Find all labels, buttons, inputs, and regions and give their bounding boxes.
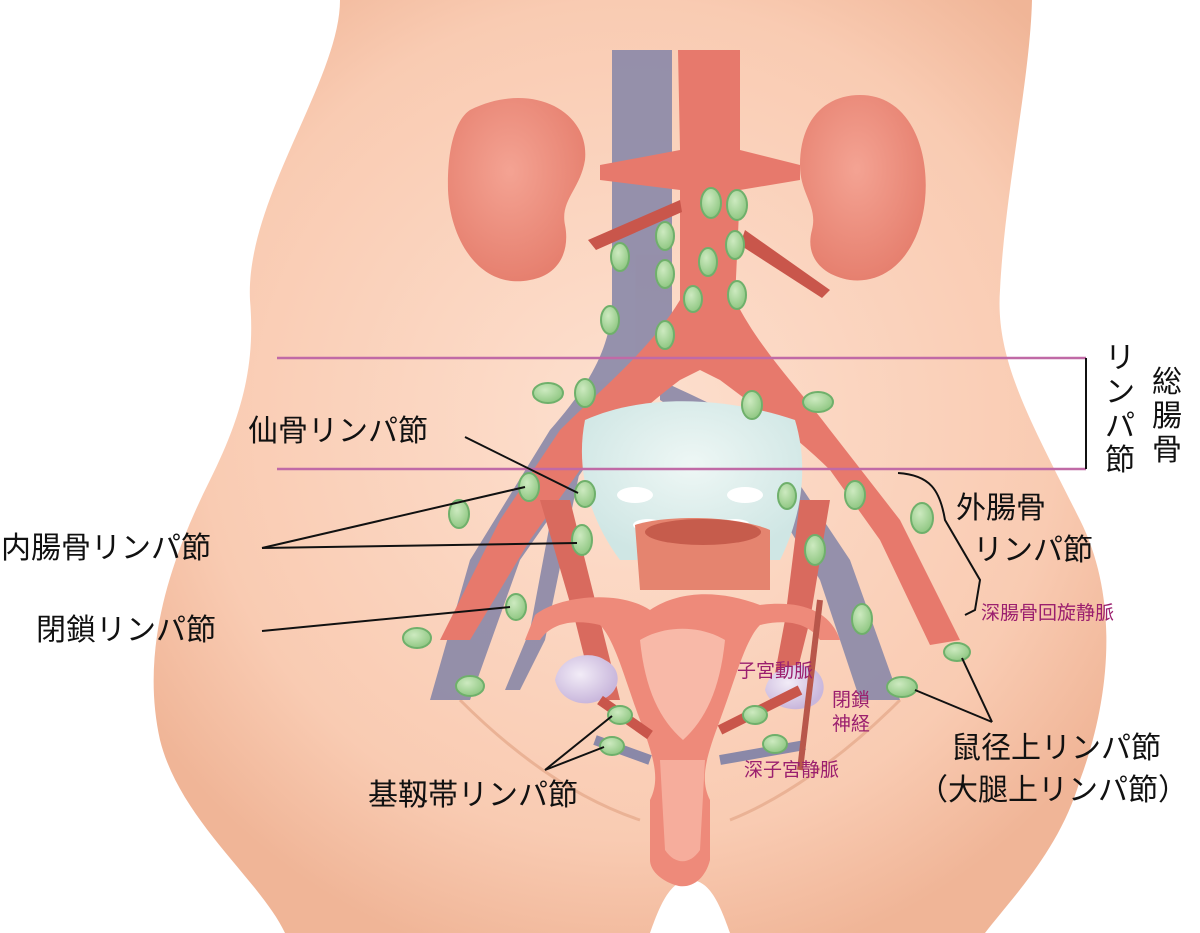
- groin-crease-right: [729, 698, 902, 822]
- label-obturator-lymph-nodes: 閉鎖リンパ節: [36, 613, 216, 648]
- lymph-node: [851, 603, 873, 635]
- lymph-node: [726, 189, 748, 221]
- label-external-iliac-line1: 外腸骨: [956, 491, 1046, 526]
- lymph-node: [698, 247, 718, 277]
- lymph-node: [802, 391, 834, 413]
- lymph-node: [655, 259, 675, 289]
- lymph-node: [532, 382, 564, 404]
- left-ovary: [555, 655, 618, 704]
- label-deep-circumflex-iliac-vein: 深腸骨回旋静脈: [981, 602, 1115, 624]
- label-char: リ: [1105, 341, 1135, 376]
- label-inguinal-lymph-nodes: 鼠径上リンパ節: [951, 731, 1161, 766]
- label-uterine-artery: 子宮動脈: [737, 660, 814, 682]
- obturator-nerve-vessel: [797, 599, 823, 771]
- lymph-node: [448, 499, 470, 529]
- lymph-node: [762, 734, 788, 754]
- sacrum: [581, 401, 803, 560]
- leader-lines: [261, 436, 993, 771]
- lymph-node: [607, 705, 633, 725]
- sacral-foramen: [727, 487, 763, 503]
- lymph-node: [910, 502, 934, 534]
- lymph-nodes: [402, 187, 971, 756]
- sacral-foramen: [617, 487, 653, 503]
- lymph-node: [727, 280, 747, 310]
- label-femoral-lymph-nodes: （大腿上リンパ節）: [918, 773, 1188, 808]
- lymph-node: [402, 627, 432, 649]
- label-external-iliac-line2: リンパ節: [973, 533, 1093, 568]
- lymph-node: [804, 534, 826, 566]
- label-char: 骨: [1152, 433, 1182, 468]
- lymph-node: [574, 480, 596, 508]
- groin-crease-left: [458, 698, 641, 822]
- external-iliac-bracket: [897, 472, 982, 616]
- label-char: ン: [1105, 375, 1135, 410]
- lymph-node: [725, 230, 745, 260]
- label-char: 節: [1105, 443, 1135, 478]
- lymph-node: [455, 675, 485, 697]
- label-sacral-lymph-nodes: 仙骨リンパ節: [248, 414, 428, 449]
- label-deep-uterine-vein: 深子宮静脈: [744, 759, 840, 781]
- label-char: 総: [1152, 365, 1182, 400]
- label-common-iliac-col2: リ ン パ 節: [1103, 342, 1137, 478]
- lymph-node: [844, 480, 866, 510]
- lymph-node: [886, 676, 918, 698]
- deep-uterine-vein-vessel: [719, 740, 806, 765]
- lymph-node: [943, 642, 971, 662]
- lymph-node: [655, 320, 675, 350]
- lymph-node: [777, 482, 797, 510]
- label-internal-iliac-lymph-nodes: 内腸骨リンパ節: [1, 531, 211, 566]
- left-kidney: [447, 98, 586, 282]
- label-common-iliac-col1: 総 腸 骨: [1150, 366, 1184, 468]
- lymph-node: [610, 242, 630, 272]
- uterus: [525, 594, 840, 887]
- lymph-node: [700, 187, 722, 219]
- label-parametrial-lymph-nodes: 基靱帯リンパ節: [368, 778, 578, 813]
- lymph-node: [599, 736, 625, 756]
- label-char: パ: [1105, 409, 1135, 444]
- lymph-node: [741, 390, 763, 420]
- label-obturator-nerve-line1: 閉鎖: [832, 689, 871, 711]
- lymph-node: [655, 221, 675, 251]
- right-kidney: [800, 95, 926, 281]
- lymph-node: [683, 285, 703, 313]
- lymph-node: [574, 378, 596, 408]
- lymph-node: [742, 705, 768, 725]
- lymph-node: [600, 305, 620, 335]
- label-obturator-nerve-line2: 神経: [832, 713, 871, 735]
- lymph-node: [571, 524, 593, 556]
- rectum-opening: [645, 519, 761, 545]
- lymph-node: [518, 472, 540, 502]
- label-char: 腸: [1152, 399, 1182, 434]
